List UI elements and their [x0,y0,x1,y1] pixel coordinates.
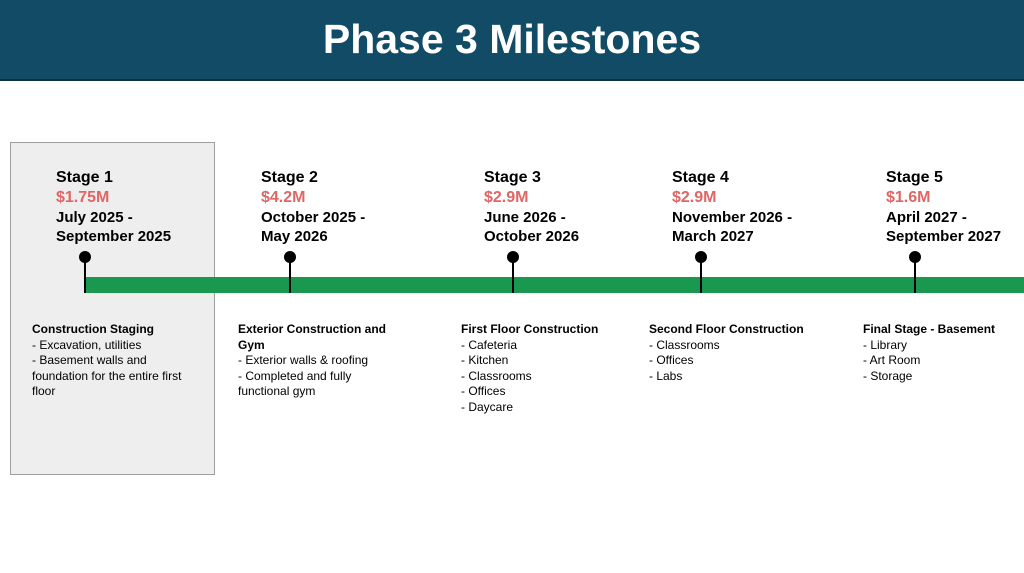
stage-5-details: Final Stage - Basement - Library - Art R… [863,322,1021,384]
stage-2-header: Stage 2 $4.2M October 2025 - May 2026 [261,168,461,246]
stage-dates-end: September 2027 [886,228,1002,245]
stage-dates-start: June 2026 - [484,209,566,226]
stage-title: Stage 3 [484,169,541,186]
list-item: foundation for the entire first [32,368,182,383]
stage-body-title: Exterior Construction and [238,322,387,336]
stage-cost: $4.2M [261,189,306,206]
stage-body-title: Construction Staging [32,322,154,336]
stage-1-marker [79,251,91,293]
stage-dates-start: October 2025 - [261,209,366,226]
milestone-stem [512,259,514,293]
milestone-dot [507,251,519,263]
list-item: functional gym [238,384,316,398]
list-item: - Daycare [461,399,514,414]
list-item: - Labs [649,368,683,383]
stage-3-marker [507,251,519,293]
milestone-dot [695,251,707,263]
stage-body-title: First Floor Construction [461,322,599,336]
milestone-dot [79,251,91,263]
list-item: - Offices [649,353,694,367]
stage-cost: $2.9M [672,189,717,206]
stage-dates-end: May 2026 [261,228,328,245]
stage-dates-end: October 2026 [484,228,580,245]
stage-dates-start: April 2027 - [886,209,967,226]
stage-title: Stage 1 [56,169,113,186]
stage-dates-start: July 2025 - [56,209,133,226]
stage-5-header: Stage 5 $1.6M April 2027 - September 202… [886,168,1024,246]
milestone-stem [700,259,702,293]
stage-4-header: Stage 4 $2.9M November 2026 - March 2027 [672,168,872,246]
list-item: - Art Room [863,353,921,367]
stage-dates-start: November 2026 - [672,209,793,226]
milestone-dot [284,251,296,263]
stage-3-header: Stage 3 $2.9M June 2026 - October 2026 [484,168,684,246]
milestone-stem [289,259,291,293]
list-item: - Basement walls and [32,353,147,367]
stage-dates-end: September 2025 [56,228,172,245]
page-title: Phase 3 Milestones [322,16,702,62]
list-item: - Storage [863,368,913,383]
milestone-stem [914,259,916,293]
stage-body-title: Final Stage - Basement [863,322,996,336]
list-item: - Classrooms [649,337,720,352]
stage-4-details: Second Floor Construction - Classrooms -… [649,322,839,384]
stage-dates-end: March 2027 [672,228,754,245]
list-item: - Completed and fully [238,368,352,383]
stage-body-title: Second Floor Construction [649,322,804,336]
title-banner: Phase 3 Milestones [0,0,1024,81]
list-item: - Library [863,337,908,352]
stage-cost: $1.6M [886,189,931,206]
list-item: - Offices [461,384,506,398]
list-item: floor [32,384,56,398]
stage-body-title-cont: Gym [238,337,265,352]
list-item: - Kitchen [461,353,509,367]
list-item: - Exterior walls & roofing [238,353,369,367]
stage-title: Stage 4 [672,169,729,186]
stage-1-details: Construction Staging - Excavation, utili… [32,322,208,400]
list-item: - Excavation, utilities [32,337,142,352]
stage-1-header: Stage 1 $1.75M July 2025 - September 202… [56,168,256,246]
stage-5-marker [909,251,921,293]
stage-1-highlight-box [10,142,215,475]
stage-title: Stage 2 [261,169,318,186]
stage-3-details: First Floor Construction - Cafeteria - K… [461,322,641,415]
timeline-bar [85,277,1024,293]
milestone-dot [909,251,921,263]
milestone-stem [84,259,86,293]
stage-cost: $1.75M [56,189,110,206]
stage-2-marker [284,251,296,293]
stage-cost: $2.9M [484,189,529,206]
stage-4-marker [695,251,707,293]
list-item: - Cafeteria [461,337,518,352]
stage-2-details: Exterior Construction and Gym - Exterior… [238,322,418,400]
stage-title: Stage 5 [886,169,943,186]
list-item: - Classrooms [461,368,532,383]
